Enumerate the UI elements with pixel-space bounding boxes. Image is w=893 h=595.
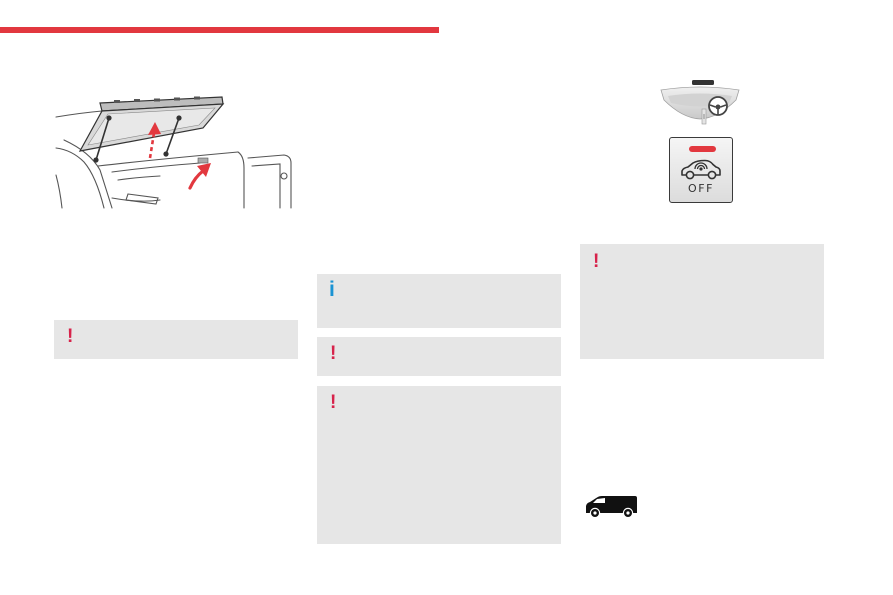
overhead-console-illustration [660, 80, 740, 125]
warning-icon: ! [330, 392, 337, 413]
info-callout: i [317, 274, 561, 328]
console-stem [701, 108, 707, 125]
info-icon: i [329, 278, 335, 301]
warning-callout: ! [580, 244, 824, 359]
section-accent-bar [0, 27, 439, 33]
steering-wheel-icon [708, 96, 728, 116]
warning-icon: ! [67, 326, 74, 347]
gas-struts [93, 115, 182, 163]
warning-icon: ! [330, 343, 337, 364]
warning-callout: ! [317, 386, 561, 544]
button-label: OFF [687, 182, 715, 195]
interior-protection-icon [681, 159, 721, 180]
tailgate-rear-screen-opening-illustration [55, 96, 292, 209]
warning-callout: ! [54, 320, 298, 359]
vehicle-body-lines [55, 110, 292, 209]
lift-direction-arrow [148, 122, 161, 159]
indicator-light [689, 146, 716, 152]
screen-latch [197, 157, 209, 164]
rear-screen-panel [78, 96, 225, 152]
van-icon [586, 496, 637, 519]
latch-release-arrow [188, 163, 211, 190]
warning-callout: ! [317, 337, 561, 376]
mirror-mount [692, 80, 714, 85]
warning-icon: ! [593, 251, 600, 272]
interior-protection-button: OFF [669, 137, 733, 203]
